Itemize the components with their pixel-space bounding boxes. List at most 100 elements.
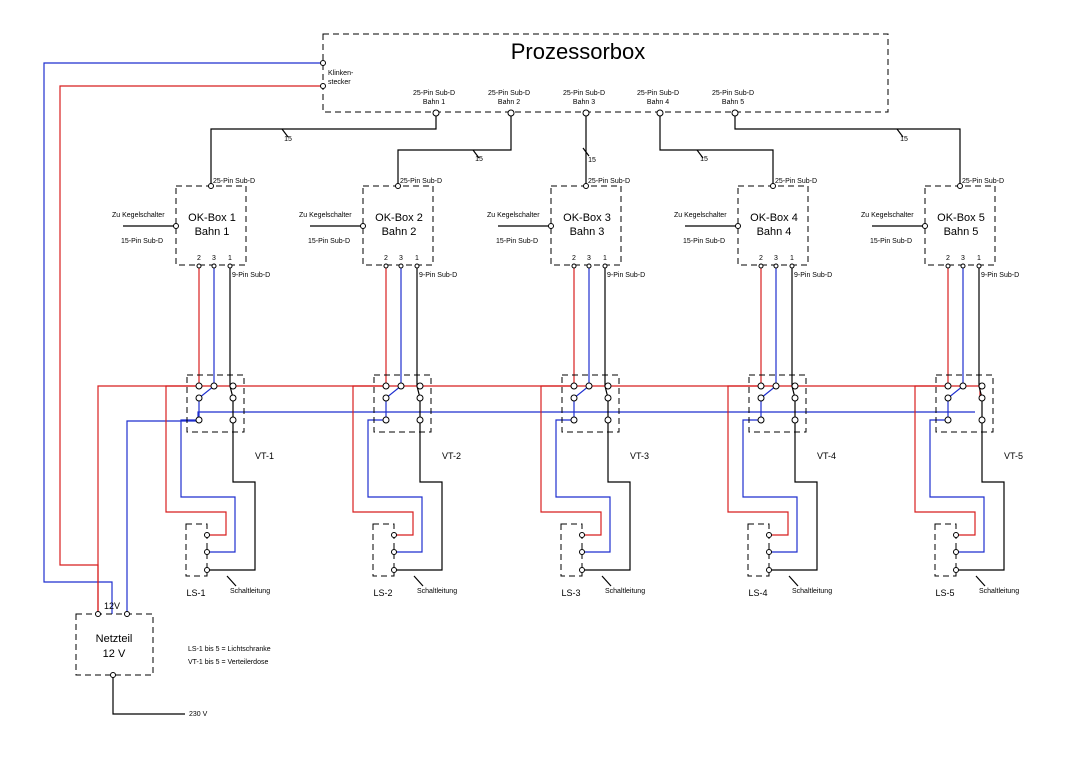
ls-2-outline	[372, 523, 395, 577]
lane-2-blue-wire	[385, 266, 402, 420]
bus-count-2: 15	[475, 156, 483, 163]
bus-tick-4	[696, 149, 704, 159]
vt-box-5-label: VT-5	[1004, 451, 1023, 461]
ok-box-4-out-pin-2	[789, 263, 795, 269]
ok-box-4-bus-pin	[770, 183, 776, 189]
ok-box-2-sub25: 25-Pin Sub-D	[400, 178, 442, 185]
ok-box-3-bus-pin	[583, 183, 589, 189]
lane-1-blue-wire	[198, 266, 215, 420]
port-1-lane: Bahn 1	[423, 99, 445, 106]
ok-box-5-pin-num-1: 3	[961, 255, 965, 262]
power-supply-title: Netzteil	[96, 633, 133, 645]
ls-5-schaltleitung: Schaltleitung	[979, 588, 1019, 595]
ok-box-5-sub25: 25-Pin Sub-D	[962, 178, 1004, 185]
lane-5-blue-wire	[947, 266, 964, 420]
lane-4-blue-wire	[760, 266, 777, 420]
port-2-pin	[507, 109, 515, 117]
vt-box-1-outline	[186, 374, 245, 433]
ok-box-4-pin-num-0: 2	[759, 255, 763, 262]
ls-1-leader	[226, 575, 237, 587]
ls-2-label: LS-2	[373, 588, 392, 598]
ok-box-2-bus-pin	[395, 183, 401, 189]
vt-2-pin-r2	[416, 416, 424, 424]
vt-1-pin-l2	[195, 416, 203, 424]
lane-5-signal-wire	[978, 266, 983, 420]
vt-5-pin-l1	[944, 394, 952, 402]
ls-3-label: LS-3	[561, 588, 580, 598]
netzteil-pin-pos	[95, 611, 101, 617]
vt-box-1-label: VT-1	[255, 451, 274, 461]
vt-4-pin-r2	[791, 416, 799, 424]
power-supply-12v-label: 12V	[104, 601, 120, 611]
ok-box-4-sub25: 25-Pin Sub-D	[775, 178, 817, 185]
vt-3-pin-l2	[570, 416, 578, 424]
ls-4-red-wire	[727, 385, 789, 536]
vt-4-pin-r0	[791, 382, 799, 390]
ls-4-pin-2	[766, 567, 772, 573]
vt-5-pin-r0	[978, 382, 986, 390]
ok-box-3-out-pin-1	[586, 263, 592, 269]
vt-4-pin-mid	[772, 382, 780, 390]
ls-5-signal-wire	[956, 420, 1005, 571]
port-3-pin	[582, 109, 590, 117]
vt-5-pin-r2	[978, 416, 986, 424]
ok-box-4-sub9: 9-Pin Sub-D	[794, 272, 832, 279]
port-5-type: 25-Pin Sub-D	[712, 90, 754, 97]
vt-3-pin-r2	[604, 416, 612, 424]
vt-box-4-label: VT-4	[817, 451, 836, 461]
ls-2-pin-0	[391, 532, 397, 538]
ls-4-outline	[747, 523, 770, 577]
bus-cable-2	[397, 113, 512, 186]
vt-2-pin-r1	[416, 394, 424, 402]
ls-1-blue-wire	[180, 419, 236, 553]
vt-3-pin-r1	[604, 394, 612, 402]
ok-box-3-lane: Bahn 3	[570, 226, 605, 238]
ls-3-blue-wire	[555, 419, 611, 553]
ls-3-leader	[601, 575, 612, 587]
port-4-lane: Bahn 4	[647, 99, 669, 106]
ok-box-5-pin-num-0: 2	[946, 255, 950, 262]
legend: LS-1 bis 5 = Lichtschranke VT-1 bis 5 = …	[188, 646, 271, 666]
ls-2-blue-wire	[367, 419, 423, 553]
ok-box-5-out-pin-0	[945, 263, 951, 269]
negative-rail	[126, 411, 975, 614]
ok-box-4-sub15: 15-Pin Sub-D	[683, 238, 725, 245]
bus-tick-5	[896, 128, 904, 138]
ls-5-label: LS-5	[935, 588, 954, 598]
lane-3-signal-wire	[604, 266, 609, 420]
vt-2-pin-r0	[416, 382, 424, 390]
mains-wire	[112, 675, 185, 715]
ok-box-3-pin-num-2: 1	[603, 255, 607, 262]
ok-box-5-title: OK-Box 5	[937, 212, 985, 224]
vt-box-4-outline	[748, 374, 807, 433]
vt-4-pin-r1	[791, 394, 799, 402]
klinken-pin-red	[320, 83, 326, 89]
vt-box-3-label: VT-3	[630, 451, 649, 461]
ok-box-3-pin-num-0: 2	[572, 255, 576, 262]
ok-box-1-lane: Bahn 1	[195, 226, 230, 238]
ok-box-4-out-pin-1	[773, 263, 779, 269]
ls-1-pin-1	[204, 549, 210, 555]
power-supply-voltage: 12 V	[103, 648, 126, 660]
vt-5-pin-r1	[978, 394, 986, 402]
vt-1-pin-l0	[195, 382, 203, 390]
vt-3-pin-r0	[604, 382, 612, 390]
bus-cable-1	[210, 113, 437, 186]
netzteil-pin-mains	[110, 672, 116, 678]
ls-1-red-wire	[165, 385, 227, 536]
port-1-type: 25-Pin Sub-D	[413, 90, 455, 97]
ls-5-blue-wire	[929, 419, 985, 553]
ok-box-1-kegel: Zu Kegelschalter	[112, 212, 165, 219]
ls-5-pin-0	[953, 532, 959, 538]
ok-box-4-title: OK-Box 4	[750, 212, 798, 224]
ls-5-leader	[975, 575, 986, 587]
ok-box-5-sub15: 15-Pin Sub-D	[870, 238, 912, 245]
ok-box-3-kegel: Zu Kegelschalter	[487, 212, 540, 219]
ls-3-pin-2	[579, 567, 585, 573]
